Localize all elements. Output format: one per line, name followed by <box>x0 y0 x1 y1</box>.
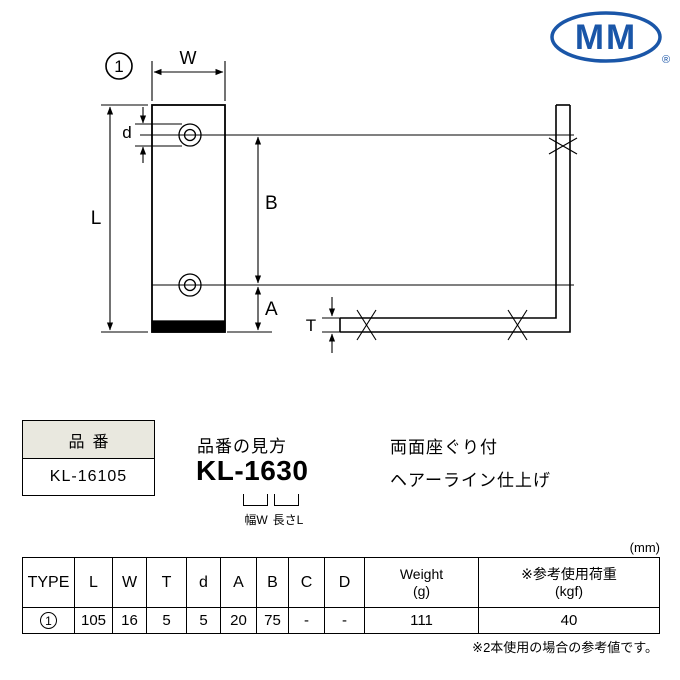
drawing-labels: W d L B A T <box>91 48 316 335</box>
cell-a: 20 <box>220 607 257 634</box>
front-view-bent-foot <box>151 320 226 333</box>
finish-line1: 両面座ぐり付 <box>390 438 498 457</box>
dim-label-d: d <box>122 123 131 142</box>
dim-label-b: B <box>265 193 278 214</box>
figure-number-badge: 1 <box>105 52 133 80</box>
figure-number: 1 <box>114 57 123 76</box>
col-header-load: ※参考使用荷重 (kgf) <box>478 557 660 608</box>
col-header-type: TYPE <box>22 557 75 608</box>
spec-table: TYPE L W T d A B C D Weight (g) ※参考使用荷重 … <box>22 557 660 634</box>
dimension-t-lines <box>322 297 340 353</box>
dim-label-t: T <box>306 316 316 335</box>
registered-mark: ® <box>662 54 670 66</box>
cell-dd: - <box>324 607 365 634</box>
technical-drawing: MM ® 1 <box>91 11 670 353</box>
dim-label-w: W <box>180 48 197 68</box>
col-header-load-line2: (kgf) <box>555 582 583 599</box>
cell-type: 1 <box>22 607 75 634</box>
type-circled-number: 1 <box>40 612 57 630</box>
part-number-header: 品番 <box>23 421 154 459</box>
width-bracket-label: 幅W <box>244 513 268 527</box>
spec-table-header-row: TYPE L W T d A B C D Weight (g) ※参考使用荷重 … <box>22 557 660 608</box>
col-header-t: T <box>146 557 187 608</box>
side-view-profile <box>339 104 571 333</box>
col-header-dd: D <box>324 557 365 608</box>
code-guide-code: KL-1630 <box>196 455 309 486</box>
mm-logo: MM ® <box>550 11 670 66</box>
col-header-weight-line2: (g) <box>412 582 431 599</box>
width-digits-bracket <box>243 494 268 506</box>
table-footnote: ※2本使用の場合の参考値です。 <box>472 640 658 655</box>
col-header-d: d <box>186 557 221 608</box>
dimension-w-lines <box>151 61 226 101</box>
col-header-weight-line1: Weight <box>399 565 444 582</box>
length-bracket-label: 長さL <box>272 513 304 527</box>
dimension-d-lines <box>135 107 182 163</box>
logo-text: MM <box>575 18 637 57</box>
front-view-plate <box>151 104 226 333</box>
cell-t: 5 <box>146 607 187 634</box>
cell-l: 105 <box>74 607 113 634</box>
logo-oval <box>550 11 662 63</box>
cell-c: - <box>288 607 325 634</box>
hole-top <box>178 123 202 147</box>
col-header-b: B <box>256 557 289 608</box>
length-digits-bracket <box>274 494 299 506</box>
hole-bottom <box>178 273 202 297</box>
col-header-weight: Weight (g) <box>364 557 479 608</box>
unit-label: (mm) <box>629 540 660 555</box>
finish-line2: ヘアーライン仕上げ <box>390 471 551 490</box>
col-header-c: C <box>288 557 325 608</box>
col-header-l: L <box>74 557 113 608</box>
cell-load: 40 <box>478 607 660 634</box>
spec-table-data-row: 1 105 16 5 5 20 75 - - 111 40 <box>22 607 660 634</box>
part-number-value: KL-16105 <box>49 468 128 485</box>
cell-d: 5 <box>186 607 221 634</box>
cell-w: 16 <box>112 607 147 634</box>
dim-label-a: A <box>265 299 278 320</box>
col-header-w: W <box>112 557 147 608</box>
break-marks <box>356 137 578 341</box>
part-number-box: 品番 KL-16105 <box>22 420 155 496</box>
dim-label-l: L <box>91 208 102 229</box>
col-header-a: A <box>220 557 257 608</box>
col-header-load-line1: ※参考使用荷重 <box>521 565 617 582</box>
cell-b: 75 <box>256 607 289 634</box>
code-guide-title: 品番の見方 <box>197 437 287 456</box>
drawing-lines <box>101 61 578 353</box>
dimension-a-lines <box>227 286 272 333</box>
dimension-l-lines <box>101 104 148 333</box>
cell-weight: 111 <box>364 607 479 634</box>
